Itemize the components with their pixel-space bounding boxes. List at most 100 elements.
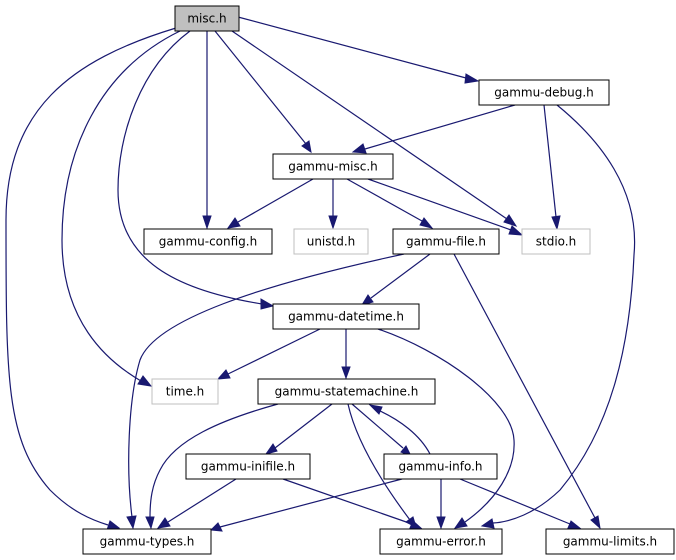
arrowhead-icon — [590, 515, 601, 530]
arrowhead-icon — [351, 143, 367, 154]
edge-datetime-to-time — [216, 328, 321, 380]
edge-line — [237, 16, 467, 79]
edge-line — [5, 27, 177, 526]
node-label: gammu-info.h — [399, 460, 483, 474]
node-label: stdio.h — [536, 235, 576, 249]
node-sm[interactable]: gammu-statemachine.h — [257, 378, 436, 405]
arrowhead-icon — [216, 369, 231, 380]
node-box — [82, 528, 212, 555]
node-error[interactable]: gammu-error.h — [379, 528, 503, 555]
edge-datetime-to-sm — [341, 329, 351, 380]
arrowhead-icon — [480, 518, 495, 529]
node-gmisc[interactable]: gammu-misc.h — [272, 153, 394, 180]
arrowhead-icon — [436, 516, 446, 530]
node-file[interactable]: gammu-file.h — [392, 228, 500, 255]
edge-line — [231, 30, 508, 220]
edge-sm-to-types — [145, 403, 279, 530]
arrowhead-icon — [137, 375, 153, 387]
node-label: gammu-file.h — [406, 235, 486, 249]
node-box — [272, 303, 420, 330]
node-inifile[interactable]: gammu-inifile.h — [185, 453, 311, 480]
arrowhead-icon — [341, 366, 351, 380]
arrowhead-icon — [503, 214, 518, 227]
edge-line — [364, 104, 516, 150]
node-box — [272, 153, 394, 180]
node-time: time.h — [151, 378, 219, 405]
node-types[interactable]: gammu-types.h — [82, 528, 212, 555]
edge-misc-to-time — [61, 30, 181, 387]
nodes-layer: misc.h gammu-debug.h gammu-misc.h gammu-con… — [82, 5, 675, 555]
edge-file-to-limits — [453, 253, 601, 530]
edge-gmisc-to-stdio — [367, 178, 524, 236]
edge-misc-to-debug — [237, 16, 480, 84]
edge-line — [128, 253, 405, 518]
edge-inifile-to-error — [282, 478, 424, 530]
node-box — [521, 228, 591, 255]
node-label: gammu-misc.h — [288, 160, 378, 174]
node-stdio: stdio.h — [521, 228, 591, 255]
edge-line — [370, 253, 431, 299]
edge-info-to-sm — [368, 404, 431, 455]
node-label: gammu-error.h — [396, 535, 486, 549]
node-box — [392, 228, 500, 255]
arrowhead-icon — [260, 298, 275, 310]
node-label: gammu-debug.h — [494, 86, 594, 100]
node-label: misc.h — [187, 12, 226, 26]
edge-line — [377, 409, 431, 455]
node-box — [174, 5, 240, 32]
arrowhead-icon — [301, 140, 312, 154]
edge-line — [214, 30, 307, 145]
arrowhead-icon — [226, 217, 241, 229]
arrowhead-icon — [453, 517, 468, 529]
edge-line — [219, 478, 403, 528]
node-label: gammu-config.h — [159, 235, 257, 249]
edge-misc-to-gmisc — [214, 30, 312, 154]
arrowhead-icon — [202, 215, 212, 230]
node-box — [151, 378, 219, 405]
edge-line — [274, 403, 333, 449]
edge-debug-to-stdio — [543, 104, 561, 231]
edge-line — [367, 178, 512, 231]
edge-line — [237, 178, 314, 223]
edge-misc-to-stdio — [231, 30, 518, 227]
node-label: gammu-statemachine.h — [275, 385, 419, 399]
edge-misc-to-config — [202, 31, 212, 230]
arrowhead-icon — [156, 517, 171, 529]
edges-layer — [5, 16, 636, 532]
node-info[interactable]: gammu-info.h — [383, 453, 498, 480]
arrowhead-icon — [126, 515, 137, 530]
edge-gmisc-to-unistd — [328, 179, 338, 230]
node-box — [383, 453, 498, 480]
node-box — [478, 79, 610, 106]
node-datetime[interactable]: gammu-datetime.h — [272, 303, 420, 330]
node-box — [545, 528, 675, 555]
edge-misc-to-datetime — [117, 30, 275, 310]
node-limits[interactable]: gammu-limits.h — [545, 528, 675, 555]
node-debug[interactable]: gammu-debug.h — [478, 79, 610, 106]
arrowhead-icon — [464, 73, 480, 84]
node-label: gammu-limits.h — [563, 535, 657, 549]
edge-line — [227, 328, 321, 375]
arrowhead-icon — [368, 404, 383, 415]
arrowhead-icon — [551, 215, 561, 231]
edge-file-to-types — [126, 253, 405, 530]
edge-gmisc-to-file — [346, 178, 434, 229]
node-misc[interactable]: misc.h — [174, 5, 240, 32]
node-box — [379, 528, 503, 555]
edge-line — [459, 478, 571, 525]
edge-line — [149, 403, 279, 518]
node-box — [293, 228, 369, 255]
edge-line — [282, 478, 413, 525]
node-config[interactable]: gammu-config.h — [143, 228, 273, 255]
node-box — [143, 228, 273, 255]
edge-line — [351, 403, 404, 449]
edge-gmisc-to-config — [226, 178, 314, 229]
arrowhead-icon — [264, 443, 278, 455]
node-box — [257, 378, 436, 405]
edge-line — [543, 104, 557, 218]
edge-sm-to-inifile — [264, 403, 333, 455]
edge-debug-to-gmisc — [351, 104, 516, 154]
node-label: gammu-inifile.h — [201, 460, 295, 474]
node-box — [185, 453, 311, 480]
